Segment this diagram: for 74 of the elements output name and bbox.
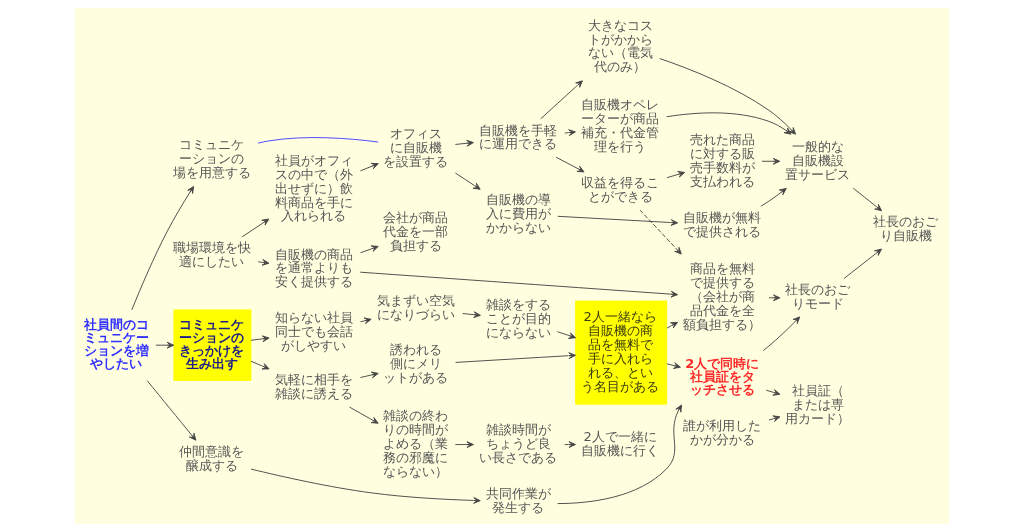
arrow — [250, 360, 270, 370]
arrow — [666, 112, 792, 135]
arrow — [146, 380, 197, 441]
arrow — [666, 362, 681, 369]
node-text: 社員証（または専用カード） — [785, 383, 851, 426]
arrow — [359, 317, 372, 325]
node-text: 自販機の導入に費用がかからない — [485, 191, 551, 235]
node-text: 一般的な自販機設置サービス — [785, 138, 851, 182]
node-text: 2人で一緒に自販機に行く — [581, 429, 660, 458]
node-text: 誰が利用したかが分かる — [683, 417, 762, 447]
node-box: コミュニケーションのきっかけを生み出す — [173, 309, 252, 381]
node-text: 雑談の終わりの時間がよめる（業務の邪魔にならない） — [383, 408, 449, 479]
arrow — [659, 58, 797, 135]
arrow — [760, 187, 787, 207]
arrow — [762, 316, 801, 351]
node-text: コミュニケーションの場を用意する — [172, 136, 251, 180]
node-text: 社員間のコミュニケーションを増やしたい — [83, 316, 149, 371]
arrow — [359, 245, 379, 254]
arrow — [843, 248, 882, 280]
arrow — [555, 156, 585, 173]
node-text: 自販機の商品を通常よりも安く提供する — [274, 246, 353, 290]
node-text: オフィスに自販機を設置する — [383, 125, 449, 169]
arrow — [455, 352, 576, 363]
arrow — [639, 209, 682, 255]
node-text: 自販機が無料で提供される — [683, 209, 762, 239]
arrow — [564, 441, 576, 448]
arrow — [131, 185, 195, 311]
node-text: 仲間意識を醸成する — [179, 443, 245, 473]
arrow — [540, 80, 583, 120]
node-text: 雑談をすることが目的にならない — [485, 296, 551, 340]
node-text: 誘われる側にメリットがある — [383, 342, 449, 386]
node-box: 2人一緒なら自販機の商品を無料で手に入れられる、という名目がある — [575, 300, 668, 405]
node-text: 収益を得ることができる — [581, 175, 660, 205]
arrow — [359, 371, 379, 379]
arrow — [761, 157, 781, 165]
connector — [257, 137, 379, 144]
node-text: 大きなコストがかからない（電気代のみ） — [587, 17, 653, 75]
arrow — [768, 294, 781, 302]
arrow — [250, 468, 481, 504]
node-text: 自販機を手軽に運用できる — [479, 122, 558, 152]
arrow — [768, 415, 781, 422]
node-text: 商品を無料で提供する（会社が商品代金を全額負担する） — [683, 261, 762, 333]
arrow — [241, 218, 270, 238]
node-text: 気まずい空気になりづらい — [376, 293, 455, 323]
node-text: 会社が商品代金を一部負担する — [383, 210, 449, 254]
node-text: 社員がオフィスの中で（外出せずに）飲料商品を手に入れられる — [274, 152, 353, 224]
arrow — [155, 341, 175, 349]
arrow — [359, 271, 679, 298]
node-text: 雑談時間がちょうど良い長さである — [479, 422, 558, 465]
node-text: 気軽に相手を雑談に誘える — [274, 372, 353, 402]
arrow — [454, 139, 474, 147]
arrow — [454, 441, 474, 448]
arrow — [454, 172, 481, 190]
arrow — [557, 215, 679, 226]
arrow — [666, 321, 679, 329]
node-text: 知らない社員同士でも会話がしやすい — [274, 309, 353, 353]
node-text: 2人で同時に社員証をタッチさせる — [685, 355, 760, 397]
node-text: 共同作業が発生する — [485, 485, 551, 515]
node-text: 職場環境を快適にしたい — [172, 240, 251, 270]
arrow — [765, 389, 781, 396]
arrow — [349, 406, 379, 424]
node-text: 社長のおごりモード — [785, 282, 851, 312]
arrow — [557, 331, 577, 339]
arrow — [666, 171, 686, 179]
node-text: 売れた商品に対する販売手数料が支払われる — [689, 131, 755, 189]
node-text: 社長のおごり自販機 — [873, 214, 939, 244]
arrow — [852, 187, 883, 212]
arrow — [564, 129, 576, 136]
arrow — [557, 404, 682, 505]
node-text: 自販機オペレーターが商品補充・代金管理を行う — [581, 97, 660, 155]
arrow — [250, 335, 270, 343]
arrow — [257, 259, 270, 266]
arrow — [462, 311, 481, 319]
arrow — [359, 162, 379, 172]
